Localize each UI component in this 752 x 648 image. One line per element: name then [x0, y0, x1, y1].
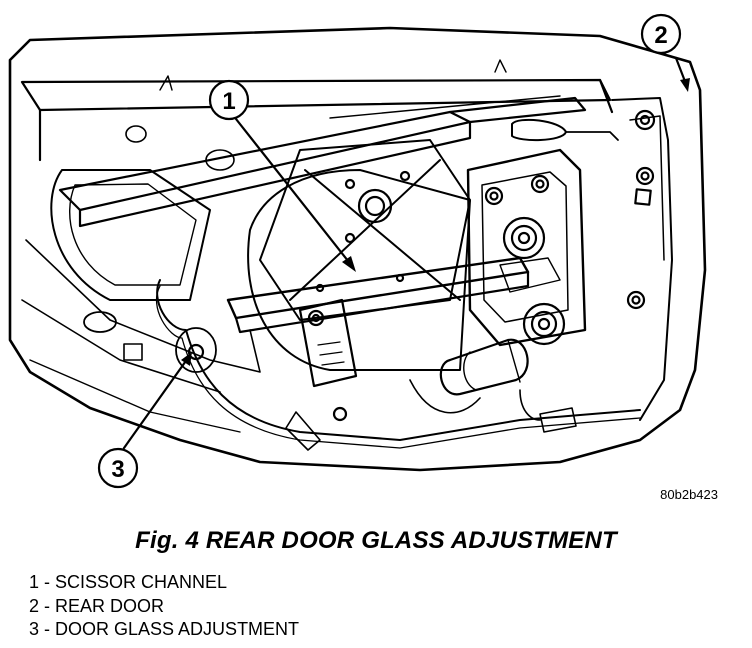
callout-3: 3: [97, 352, 192, 489]
callout-1-circle: [208, 79, 250, 121]
callout-2-circle: [640, 13, 682, 55]
callout-1-number: 1: [222, 88, 235, 115]
belt-rail: [58, 110, 472, 212]
legend-text: REAR DOOR: [55, 595, 165, 616]
legend-item: 3 - DOOR GLASS ADJUSTMENT: [29, 618, 299, 642]
rear-glass-run: [611, 97, 673, 421]
latch-link: [511, 118, 567, 142]
callout-2-number: 2: [654, 22, 667, 49]
wiring-harness: [156, 279, 641, 441]
legend-text: DOOR GLASS ADJUSTMENT: [55, 619, 300, 639]
door-panel-outline: [8, 26, 707, 472]
figure-code: 80b2b423: [660, 487, 718, 502]
window-motor: [439, 338, 529, 396]
access-opening: [50, 169, 211, 301]
figure-title: Fig. 4 REAR DOOR GLASS ADJUSTMENT: [135, 527, 617, 554]
callout-1: 1: [208, 79, 356, 272]
door-top-flange: [20, 78, 612, 112]
center-opening: [247, 169, 471, 371]
regulator-frame: [259, 139, 471, 321]
door-illustration: 1 2 3: [8, 13, 707, 489]
callout-3-circle: [97, 447, 139, 489]
lift-bracket: [298, 298, 358, 388]
legend-text: SCISSOR CHANNEL: [55, 572, 228, 592]
legend-separator: -: [39, 572, 56, 592]
legend-separator: -: [39, 619, 56, 639]
door-inner-skin: [25, 239, 261, 373]
callout-3-number: 3: [111, 456, 124, 483]
legend-number: 3: [29, 619, 40, 639]
callout-2: 2: [640, 13, 690, 92]
regulator-plate: [466, 148, 587, 347]
legend-item: 2 - REAR DOOR: [29, 595, 299, 619]
callout-1-leader: [234, 117, 354, 268]
callout-2-arrowhead: [680, 78, 690, 92]
callout-3-leader: [122, 356, 190, 450]
legend-number: 1: [29, 572, 40, 592]
callout-1-arrowhead: [342, 256, 356, 272]
legend-separator: -: [39, 595, 56, 616]
callout-3-arrowhead: [181, 352, 192, 366]
door-diagram: 1 2 3: [8, 13, 707, 489]
legend-number: 2: [29, 595, 40, 616]
legend-item: 1 - SCISSOR CHANNEL: [29, 571, 299, 595]
callout-legend: 1 - SCISSOR CHANNEL 2 - REAR DOOR 3 - DO…: [29, 571, 299, 642]
